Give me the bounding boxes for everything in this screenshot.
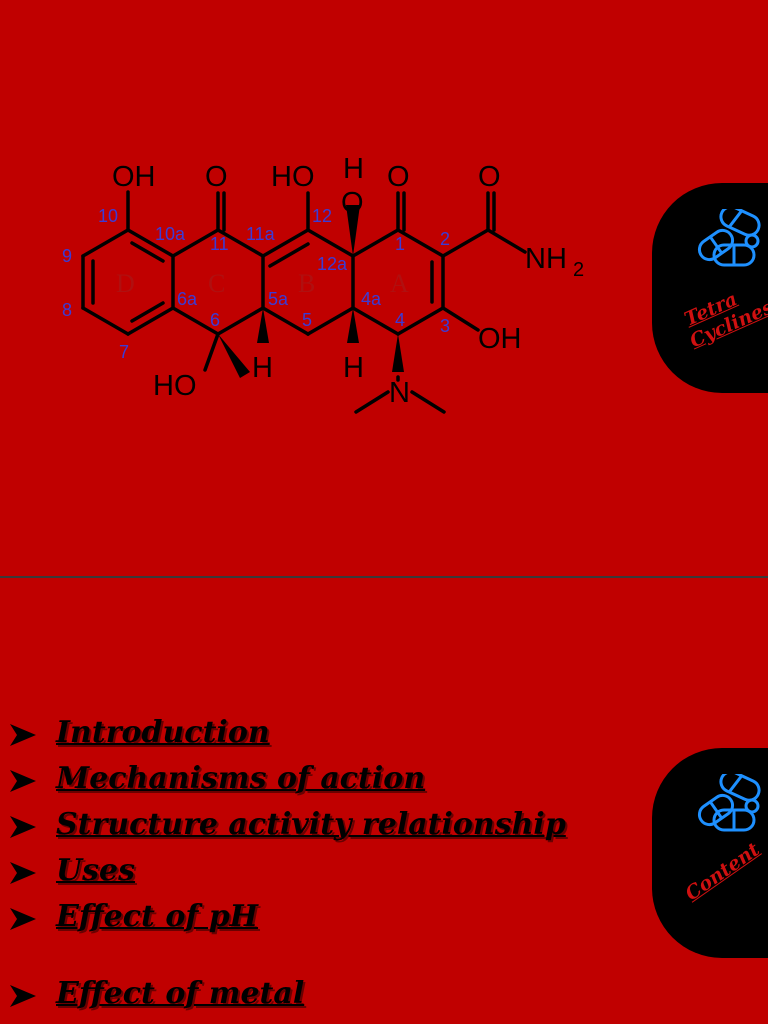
o-atom-label: O <box>341 187 364 219</box>
capsules-icon <box>697 774 761 832</box>
position-number: 11 <box>210 234 229 254</box>
section-tab-tetracyclines[interactable]: Tetra Cyclines <box>652 183 768 393</box>
list-item-label[interactable]: Effect of pH <box>56 899 259 934</box>
list-item-label[interactable]: Structure activity relationship <box>56 807 566 842</box>
amine-subscript: 2 <box>573 259 584 281</box>
h-atom-label: H <box>343 352 364 384</box>
arrow-bullet-icon <box>10 908 36 930</box>
carbonyl-o-label: O <box>205 161 228 193</box>
position-number: 4 <box>395 310 405 330</box>
h-atom-label: H <box>252 352 273 384</box>
carbonyl-o-label: O <box>387 161 410 193</box>
position-number: 9 <box>62 246 72 266</box>
position-number: 8 <box>62 300 72 320</box>
arrow-bullet-icon <box>10 770 36 792</box>
stereo-wedges <box>218 205 404 378</box>
list-item-label[interactable]: Introduction <box>56 715 270 750</box>
amide-o-label: O <box>478 161 501 193</box>
position-number: 12 <box>312 206 332 226</box>
tab-title: Tetra Cyclines <box>678 277 768 353</box>
position-number: 10 <box>98 206 118 226</box>
list-item-label[interactable]: Uses <box>56 853 136 888</box>
position-number: 1 <box>395 234 405 254</box>
position-number: 4a <box>361 289 382 309</box>
list-item-label[interactable]: Effect of metal <box>56 976 305 1011</box>
atom-labels: OH O HO H O O O NH 2 OH N H H HO <box>112 153 584 409</box>
position-number: 6a <box>177 289 198 309</box>
position-number: 10a <box>155 224 186 244</box>
nitrogen-label: N <box>389 377 410 409</box>
h-atom-label: H <box>343 153 364 185</box>
slide-tetracycline-structure: OH O HO H O O O NH 2 OH N H H HO 10 10a … <box>0 0 768 576</box>
ring-label: D <box>116 269 135 298</box>
oh-group-label: OH <box>478 323 522 355</box>
tetracycline-structure-diagram: OH O HO H O O O NH 2 OH N H H HO 10 10a … <box>62 153 584 414</box>
tab-title-line: Content <box>681 838 764 906</box>
oh-group-label: OH <box>112 161 156 193</box>
capsules-icon <box>697 209 761 267</box>
ring-letters: D C B A <box>116 269 409 298</box>
bond-lines <box>81 190 527 414</box>
position-numbers: 10 10a 11 11a 12 12a 1 2 3 4 4a 5 5a 6 6… <box>62 206 450 362</box>
ho-group-label: HO <box>271 161 315 193</box>
position-number: 6 <box>210 310 220 330</box>
tab-title: Content <box>681 838 764 906</box>
arrow-bullet-icon <box>10 985 36 1007</box>
section-tab-content[interactable]: Content <box>652 748 768 958</box>
position-number: 7 <box>119 342 129 362</box>
ho-group-label: HO <box>153 370 197 402</box>
position-number: 2 <box>440 229 450 249</box>
arrow-bullet-icon <box>10 724 36 746</box>
slide-content: Introduction Mechanisms of action Struct… <box>0 578 768 1024</box>
arrow-bullet-icon <box>10 862 36 884</box>
list-item-label[interactable]: Mechanisms of action <box>56 761 426 796</box>
arrow-bullet-icon <box>10 816 36 838</box>
position-number: 5a <box>268 289 289 309</box>
ring-label: B <box>298 269 315 298</box>
position-number: 5 <box>302 310 312 330</box>
ring-label: C <box>208 269 225 298</box>
position-number: 12a <box>317 254 348 274</box>
ring-label: A <box>390 269 409 298</box>
amine-label: NH <box>525 243 567 275</box>
position-number: 11a <box>246 224 276 244</box>
position-number: 3 <box>440 316 450 336</box>
